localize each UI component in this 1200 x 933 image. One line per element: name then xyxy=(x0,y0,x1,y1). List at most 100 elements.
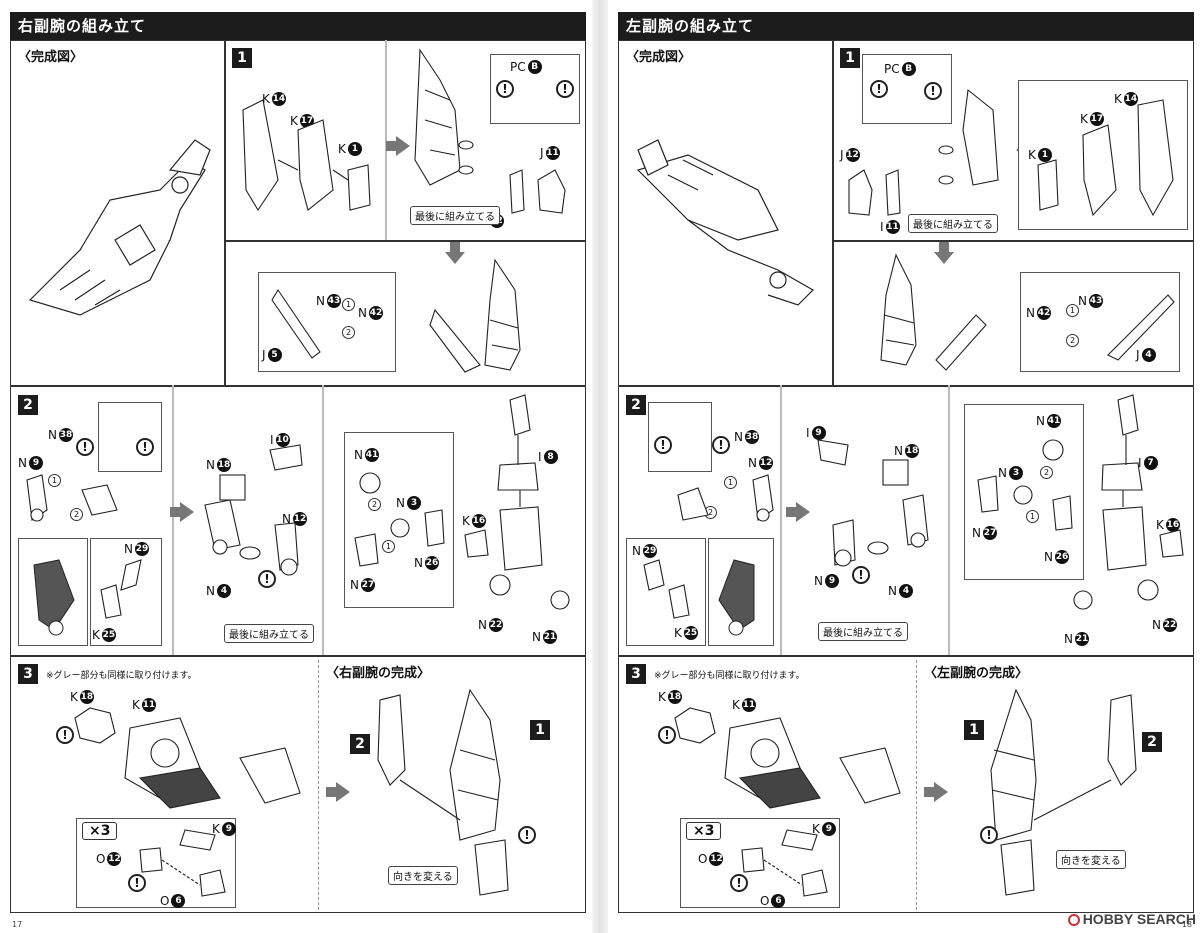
grey-note: ※グレー部分も同様に取り付けます。 xyxy=(654,671,805,681)
reference-step-badge: 1 xyxy=(964,720,984,740)
step1-parts-illustration xyxy=(242,99,371,212)
divider xyxy=(916,660,917,910)
caution-icon: ! xyxy=(654,436,672,454)
divider xyxy=(780,385,782,655)
content-frame xyxy=(618,40,1194,913)
sequence-2-icon: 2 xyxy=(368,498,381,511)
final-label: 〈左副腕の完成〉 xyxy=(924,666,1029,681)
page-number: 18 xyxy=(1181,920,1192,929)
reference-step-badge: 2 xyxy=(1142,732,1162,752)
completed-arm-illustration xyxy=(28,139,211,316)
divider xyxy=(618,385,1194,387)
divider xyxy=(318,660,319,910)
divider xyxy=(832,40,834,385)
divider xyxy=(832,240,1194,242)
pin-inset xyxy=(98,402,162,472)
down-arrow xyxy=(934,242,954,264)
down-arrow xyxy=(445,242,465,264)
reference-step-badge: 1 xyxy=(530,720,550,740)
caution-icon: ! xyxy=(556,80,574,98)
caution-icon: ! xyxy=(518,826,536,844)
divider xyxy=(385,40,387,240)
turn-tag: 向きを変える xyxy=(1056,850,1126,869)
step2a-parts xyxy=(26,474,118,522)
final-label: 〈右副腕の完成〉 xyxy=(326,666,431,681)
pin-part-illustration xyxy=(100,559,142,619)
sequence-2-icon: 2 xyxy=(1040,466,1053,479)
last-assembly-tag: 最後に組み立てる xyxy=(224,624,314,643)
sequence-1-icon: 1 xyxy=(342,298,355,311)
last-assembly-tag: 最後に組み立てる xyxy=(818,622,908,641)
sequence-2-icon: 2 xyxy=(70,508,83,521)
sequence-1-icon: 1 xyxy=(382,540,395,553)
last-assembly-tag: 最後に組み立てる xyxy=(410,206,500,225)
sequence-1-icon: 1 xyxy=(48,474,61,487)
caution-icon: ! xyxy=(924,82,942,100)
pin-detail-illustration xyxy=(741,829,828,897)
divider xyxy=(618,655,1194,657)
completed-label: 〈完成図〉 xyxy=(626,50,692,65)
divider xyxy=(224,240,586,242)
completed-arm-illustration xyxy=(636,139,814,306)
caution-icon: ! xyxy=(870,80,888,98)
divider xyxy=(10,655,586,657)
caution-icon: ! xyxy=(730,874,748,892)
step2b-assembly xyxy=(204,444,303,576)
step2a-parts xyxy=(677,474,774,522)
grey-part-illustration xyxy=(718,559,755,636)
sequence-1-icon: 1 xyxy=(1066,304,1079,317)
caution-icon: ! xyxy=(258,570,276,588)
caution-icon: ! xyxy=(658,726,676,744)
page-number: 17 xyxy=(12,920,23,929)
caution-icon: ! xyxy=(136,438,154,456)
step-number: 3 xyxy=(18,664,38,684)
book-gutter xyxy=(592,0,608,933)
next-arrow xyxy=(386,136,410,156)
final-arm-illustration xyxy=(377,688,509,896)
grey-part-illustration xyxy=(33,559,75,636)
sequence-2-icon: 2 xyxy=(342,326,355,339)
step2b-assembly xyxy=(817,439,929,567)
sequence-1-icon: 1 xyxy=(724,476,737,489)
page-title: 左副腕の組み立て xyxy=(618,12,1194,40)
watermark-logo-icon xyxy=(1067,914,1080,927)
step1-parts-illustration xyxy=(1037,99,1174,217)
